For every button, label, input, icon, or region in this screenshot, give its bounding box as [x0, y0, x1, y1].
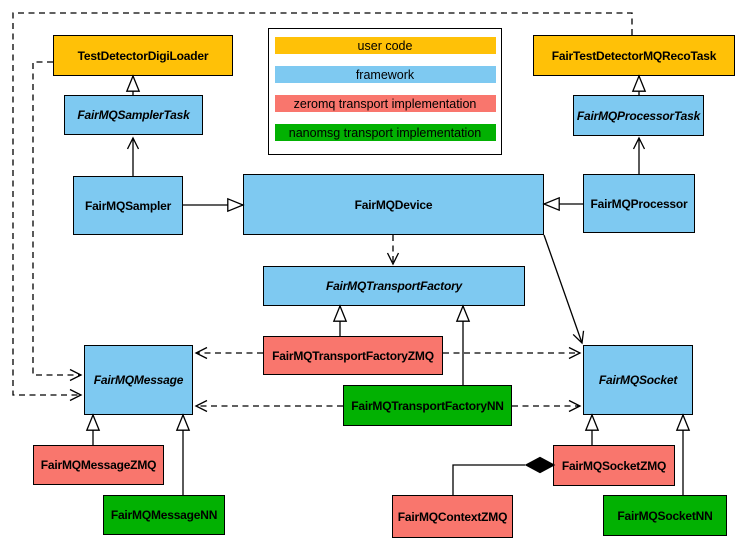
legend-label: zeromq transport implementation: [293, 96, 477, 111]
edge-contextzmq-socketzmq: [452, 464, 525, 495]
node-fairmqsocketzmq: FairMQSocketZMQ: [553, 445, 675, 486]
legend-item-nanomsg: nanomsg transport implementation: [274, 124, 496, 141]
node-fairmqmessagezmq: FairMQMessageZMQ: [33, 445, 164, 485]
node-fairmqsocketnn: FairMQSocketNN: [603, 495, 727, 536]
legend-item-zeromq: zeromq transport implementation: [274, 95, 496, 112]
aggregation-diamond-icon: [524, 456, 556, 474]
node-fairmqtransportfactory: FairMQTransportFactory: [263, 266, 525, 306]
node-fairmqtransportfactorynn: FairMQTransportFactoryNN: [343, 385, 512, 426]
legend: user code framework zeromq transport imp…: [268, 28, 502, 155]
legend-item-framework: framework: [274, 66, 496, 83]
node-testdetectordigiloader: TestDetectorDigiLoader: [53, 35, 233, 76]
node-fairtestdetectormqrecotask: FairTestDetectorMQRecoTask: [533, 35, 735, 76]
node-fairmqmessagenn: FairMQMessageNN: [103, 495, 225, 535]
legend-item-user-code: user code: [274, 37, 496, 54]
node-fairmqtransportfactoryzmq: FairMQTransportFactoryZMQ: [263, 336, 443, 375]
node-fairmqsampler: FairMQSampler: [73, 176, 183, 235]
node-fairmqdevice: FairMQDevice: [243, 174, 544, 235]
node-fairmqcontextzmq: FairMQContextZMQ: [392, 495, 513, 538]
legend-label: user code: [357, 38, 413, 53]
legend-label: nanomsg transport implementation: [288, 125, 482, 140]
node-fairmqsamplertask: FairMQSamplerTask: [64, 95, 203, 135]
node-fairmqprocessortask: FairMQProcessorTask: [573, 95, 704, 136]
node-fairmqsocket: FairMQSocket: [583, 345, 693, 415]
node-fairmqprocessor: FairMQProcessor: [583, 174, 695, 233]
node-fairmqmessage: FairMQMessage: [84, 345, 193, 415]
edge-device-socket: [543, 234, 585, 345]
legend-label: framework: [355, 67, 415, 82]
